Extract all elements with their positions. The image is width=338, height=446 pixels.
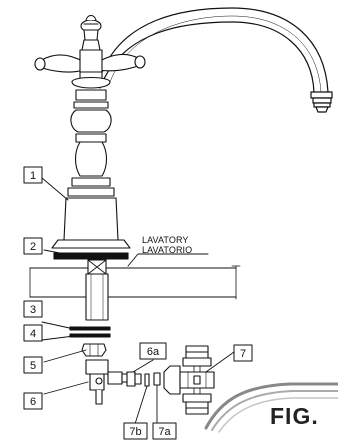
callout-box-4 <box>23 324 43 342</box>
gasket-and-shank <box>53 252 129 321</box>
callout-box-3 <box>23 300 43 318</box>
part-label-7: 7 <box>240 348 246 360</box>
callout-box-1 <box>23 166 43 184</box>
lavatory-label: LAVATORY <box>142 235 189 245</box>
part-label-6a: 6a <box>147 346 160 358</box>
callout-box-5 <box>23 356 43 374</box>
callout-box-6a <box>139 342 167 360</box>
part-label-1: 1 <box>30 170 36 182</box>
figure-badge: FIG. <box>204 382 338 433</box>
callout-box-7b <box>123 422 148 440</box>
callout-box-7 <box>233 344 253 362</box>
angle-valve <box>85 359 131 405</box>
callout-box-6 <box>23 392 43 410</box>
washers-and-nut <box>69 326 111 357</box>
part-label-6: 6 <box>30 396 36 408</box>
countertop <box>29 265 241 300</box>
tee-fitting <box>163 345 215 415</box>
part-label-3: 3 <box>30 304 36 316</box>
part-label-4: 4 <box>30 328 36 340</box>
part-label-7b: 7b <box>129 426 141 438</box>
part-label-7a: 7a <box>158 426 171 438</box>
leader-lines <box>41 177 235 425</box>
callout-box-2 <box>23 237 43 255</box>
spout <box>99 7 333 113</box>
part-label-5: 5 <box>30 360 36 372</box>
callout-box-7a <box>152 422 177 440</box>
cross-handle <box>34 14 146 73</box>
figure-label: FIG. <box>270 403 319 429</box>
part-label-2: 2 <box>30 241 36 253</box>
lavatorio-label: LAVATORIO <box>142 245 192 255</box>
lavatory-leader <box>127 253 209 267</box>
compression-fittings <box>126 371 161 387</box>
faucet-body <box>51 71 131 249</box>
